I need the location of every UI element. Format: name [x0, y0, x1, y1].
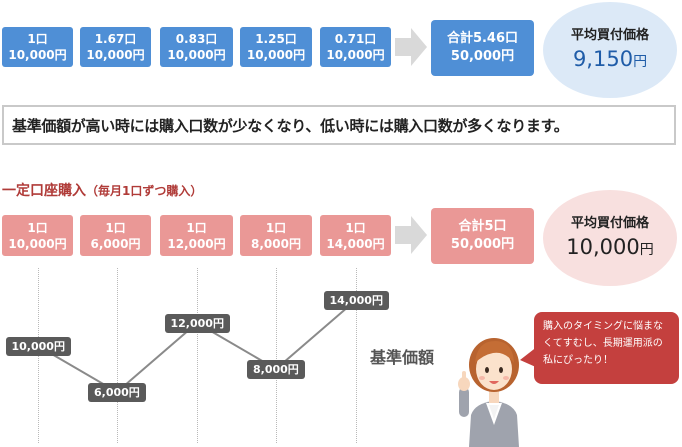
unit-amount: 10,000円 — [246, 48, 306, 62]
unit-count: 1口 — [105, 220, 126, 235]
unit-box-bottom-2: 1口 6,000円 — [80, 215, 151, 256]
unit-box-top-1: 1口 10,000円 — [2, 27, 73, 67]
grid-line — [356, 268, 357, 443]
speech-bubble: 購入のタイミングに悩まなくてすむし、長期運用派の私にぴったり！ — [534, 312, 679, 384]
unit-amount: 6,000円 — [90, 236, 141, 251]
average-price-bottom: 平均買付価格 10,000円 — [543, 190, 677, 286]
unit-count: 1.67口 — [94, 32, 137, 46]
total-amount: 50,000円 — [450, 49, 515, 64]
grid-line — [276, 268, 277, 443]
average-price-top: 平均買付価格 9,150円 — [543, 2, 677, 98]
unit-count: 0.83口 — [175, 32, 218, 46]
total-units: 合計5.46口 — [446, 31, 519, 46]
unit-count: 1.25口 — [255, 32, 297, 46]
price-label-4: 8,000円 — [247, 359, 305, 379]
unit-count: 1口 — [345, 220, 366, 235]
unit-count: 0.71口 — [334, 32, 377, 46]
price-label-3: 12,000円 — [164, 313, 230, 333]
unit-amount: 12,000円 — [167, 236, 226, 251]
total-amount: 50,000円 — [450, 237, 515, 252]
section-title: 一定口座購入（毎月1口ずつ購入） — [2, 183, 203, 199]
unit-box-top-2: 1.67口 10,000円 — [80, 27, 151, 67]
axis-title: 基準価額 — [370, 348, 435, 367]
unit-box-top-5: 0.71口 10,000円 — [320, 27, 391, 67]
unit-amount: 14,000円 — [326, 236, 385, 251]
average-price-value: 10,000円 — [566, 234, 654, 259]
total-units: 合計5口 — [458, 219, 507, 234]
price-label-2: 6,000円 — [88, 382, 146, 402]
unit-box-bottom-5: 1口 14,000円 — [320, 215, 391, 256]
unit-amount: 10,000円 — [86, 48, 145, 62]
unit-box-bottom-3: 1口 12,000円 — [160, 215, 233, 256]
arrow-right-icon — [395, 216, 427, 254]
average-price-value: 9,150円 — [572, 46, 648, 71]
unit-amount: 10,000円 — [8, 236, 67, 251]
unit-amount: 10,000円 — [326, 48, 385, 62]
unit-count: 1口 — [27, 220, 48, 235]
unit-amount: 8,000円 — [251, 236, 301, 251]
woman-character-icon — [458, 338, 519, 447]
unit-amount: 10,000円 — [8, 48, 67, 62]
explanation-note: 基準価額が高い時には購入口数が少なくなり、低い時には購入口数が多くなります。 — [2, 105, 676, 145]
price-label-5: 14,000円 — [323, 290, 389, 310]
average-price-label: 平均買付価格 — [570, 27, 649, 43]
unit-box-bottom-4: 1口 8,000円 — [240, 215, 312, 256]
unit-count: 1口 — [186, 220, 207, 235]
speech-bubble-tail — [520, 346, 538, 368]
unit-box-top-3: 0.83口 10,000円 — [160, 27, 233, 67]
unit-count: 1口 — [265, 220, 287, 235]
unit-box-bottom-1: 1口 10,000円 — [2, 215, 73, 256]
arrow-right-icon — [395, 28, 427, 66]
unit-count: 1口 — [27, 32, 48, 46]
average-price-label: 平均買付価格 — [570, 215, 649, 231]
grid-line — [197, 268, 198, 443]
total-box-bottom: 合計5口 50,000円 — [431, 208, 534, 264]
price-label-1: 10,000円 — [5, 336, 71, 356]
grid-line — [117, 268, 118, 443]
total-box-top: 合計5.46口 50,000円 — [431, 20, 534, 76]
unit-box-top-4: 1.25口 10,000円 — [240, 27, 312, 67]
unit-amount: 10,000円 — [167, 48, 226, 62]
grid-line — [38, 268, 39, 443]
